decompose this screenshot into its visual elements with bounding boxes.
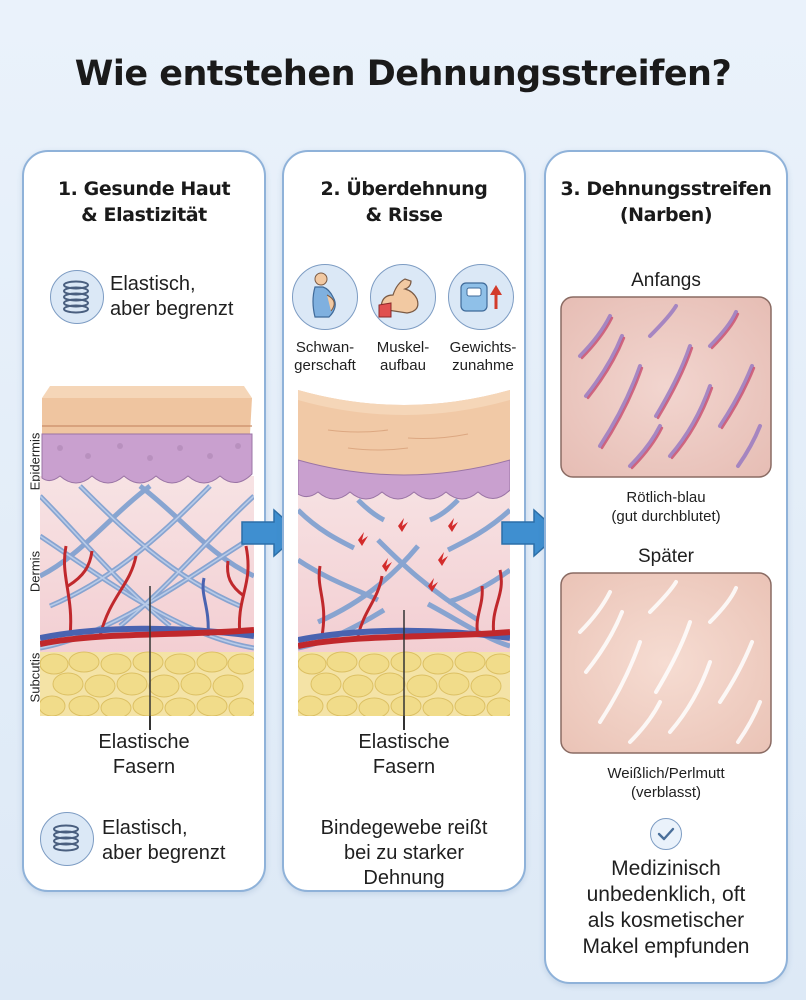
panel-healthy-skin: 1. Gesunde Haut & Elastizität Elastisch,… — [22, 150, 266, 892]
panel-1-heading-line1: 1. Gesunde Haut — [57, 178, 231, 200]
pregnancy-icon — [292, 264, 358, 330]
panel-3-heading-line1: 3. Dehnungsstreifen — [560, 178, 772, 200]
panel-1-top-note-line1: Elastisch, — [110, 273, 196, 295]
cause-muscle-line2: aufbau — [380, 357, 426, 374]
panel-2-bottom-line2: bei zu starker — [343, 842, 465, 864]
early-stretch-marks-image — [560, 296, 772, 478]
muscle-icon — [370, 264, 436, 330]
early-stage-label: Anfangs — [631, 270, 701, 291]
panel-2-bottom-line1: Bindegewebe reißt — [320, 817, 488, 839]
panel-2-heading-line2: & Risse — [365, 204, 443, 226]
skin-cross-section-healthy — [40, 386, 254, 716]
panel-2-heading-line1: 2. Überdehnung — [320, 178, 488, 200]
late-stage-label: Später — [638, 546, 694, 567]
cause-muscle-line1: Muskel- — [376, 339, 430, 356]
final-note-line2: unbedenklich, oft — [586, 883, 746, 906]
panel-1-bottom-note-line1: Elastisch, — [102, 817, 188, 839]
cause-pregnancy-line2: gerschaft — [294, 357, 356, 374]
panel-2-fiber-label-line1: Elastische — [358, 731, 450, 753]
panel-1-heading-line2: & Elastizität — [81, 204, 207, 226]
panel-2-fiber-label-line2: Fasern — [372, 756, 436, 778]
fiber-pointer-line — [149, 716, 151, 730]
late-caption-line1: Weißlich/Perlmutt — [607, 765, 725, 782]
early-caption-line1: Rötlich-blau — [626, 489, 706, 506]
early-caption-line2: (gut durchblutet) — [611, 508, 721, 525]
fiber-pointer-line-2 — [403, 716, 405, 730]
late-caption-line2: (verblasst) — [630, 784, 701, 801]
spring-icon — [50, 270, 104, 324]
cause-weight-line1: Gewichts- — [449, 339, 517, 356]
scale-icon — [448, 264, 514, 330]
panel-1-top-note-line2: aber begrenzt — [110, 298, 234, 320]
panel-1-bottom-note-line2: aber begrenzt — [102, 842, 226, 864]
cause-weight-line2: zunahme — [452, 357, 514, 374]
skin-cross-section-stretched — [298, 390, 510, 716]
check-icon — [650, 818, 682, 850]
panel-1-fiber-label-line2: Fasern — [112, 756, 176, 778]
final-note-line1: Medizinisch — [611, 857, 721, 880]
late-stretch-marks-image — [560, 572, 772, 754]
panel-3-heading-line2: (Narben) — [619, 204, 713, 226]
final-note-line3: als kosmetischer — [587, 909, 745, 932]
spring-icon-bottom — [40, 812, 94, 866]
panel-overstretching: 2. Überdehnung & Risse Schwan- gerschaft… — [282, 150, 526, 892]
cause-pregnancy-line1: Schwan- — [295, 339, 355, 356]
panel-2-bottom-line3: Dehnung — [363, 867, 445, 889]
final-note-line4: Makel empfunden — [582, 935, 750, 958]
panel-stretch-marks: 3. Dehnungsstreifen (Narben) Anfangs — [544, 150, 788, 984]
page-title: Wie entstehen Dehnungsstreifen? — [74, 54, 732, 94]
panel-1-fiber-label-line1: Elastische — [98, 731, 190, 753]
